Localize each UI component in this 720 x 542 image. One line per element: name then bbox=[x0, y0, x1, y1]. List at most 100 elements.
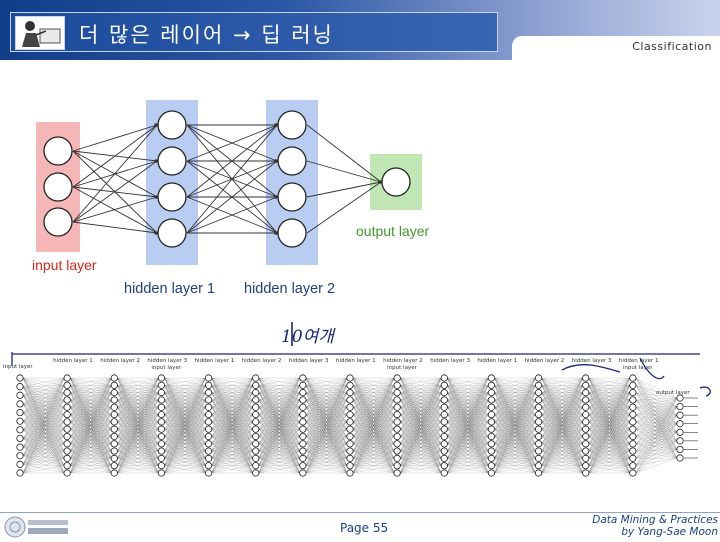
arrow-head bbox=[274, 123, 277, 126]
page-number: Page 55 bbox=[340, 521, 388, 535]
deep-neuron bbox=[583, 433, 589, 439]
deep-hidden-layer-label: hidden layer 1 bbox=[195, 358, 235, 364]
nn-diagram-top: input layer hidden layer 1 hidden layer … bbox=[24, 88, 464, 303]
deep-neuron bbox=[205, 397, 211, 403]
deep-neuron bbox=[64, 382, 70, 388]
deep-neuron bbox=[253, 419, 259, 425]
deep-neuron bbox=[441, 411, 447, 417]
deep-neuron bbox=[488, 433, 494, 439]
deep-hidden-layer-label: hidden layer 3 bbox=[289, 358, 329, 364]
arrow-head bbox=[154, 123, 157, 126]
deep-neuron bbox=[300, 375, 306, 381]
deep-neuron bbox=[347, 448, 353, 454]
deep-neuron bbox=[535, 470, 541, 476]
deep-neuron bbox=[441, 426, 447, 432]
deep-neuron bbox=[630, 426, 636, 432]
deep-neuron bbox=[17, 383, 23, 389]
deep-neuron bbox=[158, 441, 164, 447]
deep-neuron bbox=[158, 397, 164, 403]
handwritten-annotation: 10여개 bbox=[281, 327, 336, 347]
deep-neuron bbox=[64, 448, 70, 454]
deep-neuron bbox=[583, 389, 589, 395]
deep-neuron bbox=[488, 375, 494, 381]
deep-neuron bbox=[677, 446, 683, 452]
deep-neuron bbox=[253, 433, 259, 439]
deep-neuron bbox=[583, 470, 589, 476]
deep-neuron bbox=[347, 389, 353, 395]
deep-neuron bbox=[111, 462, 117, 468]
deep-neuron bbox=[205, 404, 211, 410]
deep-neuron bbox=[64, 455, 70, 461]
deep-neuron bbox=[488, 411, 494, 417]
deep-neuron bbox=[158, 470, 164, 476]
deep-neuron bbox=[583, 382, 589, 388]
connection-line bbox=[73, 222, 157, 233]
deep-neuron bbox=[17, 392, 23, 398]
arrow-head bbox=[274, 231, 277, 234]
deep-neuron bbox=[253, 411, 259, 417]
neuron bbox=[278, 111, 306, 139]
deep-neuron bbox=[394, 441, 400, 447]
deep-neuron bbox=[205, 470, 211, 476]
arrow-head bbox=[154, 231, 157, 234]
deep-neuron bbox=[253, 426, 259, 432]
deep-neuron bbox=[535, 419, 541, 425]
neuron bbox=[382, 168, 410, 196]
deep-neuron bbox=[583, 404, 589, 410]
neuron bbox=[278, 219, 306, 247]
deep-neuron bbox=[488, 448, 494, 454]
deep-neuron bbox=[394, 433, 400, 439]
deep-neuron bbox=[205, 455, 211, 461]
deep-neuron bbox=[253, 397, 259, 403]
deep-hidden-layer-label: hidden layer 1 bbox=[477, 358, 517, 364]
deep-neuron bbox=[535, 411, 541, 417]
deep-neuron bbox=[630, 411, 636, 417]
deep-neuron bbox=[17, 401, 23, 407]
deep-neuron bbox=[583, 411, 589, 417]
slide-header: 더 많은 레이어 → 딥 러닝 Classification bbox=[0, 0, 720, 60]
deep-neuron bbox=[488, 455, 494, 461]
deep-neuron bbox=[205, 411, 211, 417]
neuron bbox=[44, 173, 72, 201]
deep-neuron bbox=[111, 419, 117, 425]
deep-neuron bbox=[64, 470, 70, 476]
deep-neuron bbox=[158, 426, 164, 432]
hidden-layer-2-label: hidden layer 2 bbox=[244, 281, 335, 297]
deep-neuron bbox=[394, 382, 400, 388]
footer-divider bbox=[0, 512, 720, 513]
deep-neuron bbox=[441, 375, 447, 381]
deep-neuron bbox=[111, 375, 117, 381]
arrow-head bbox=[378, 180, 381, 183]
deep-neuron bbox=[158, 382, 164, 388]
neuron bbox=[44, 137, 72, 165]
deep-neuron bbox=[17, 435, 23, 441]
deep-connection-line bbox=[23, 466, 64, 473]
deep-neuron bbox=[394, 375, 400, 381]
deep-neuron bbox=[347, 411, 353, 417]
deep-neuron bbox=[64, 389, 70, 395]
deep-neuron bbox=[111, 470, 117, 476]
deep-neuron bbox=[347, 462, 353, 468]
deep-connection-lines bbox=[23, 378, 698, 473]
connection-lines bbox=[73, 123, 382, 234]
deep-hidden-layer-label: hidden layer 1 bbox=[619, 358, 659, 364]
deep-neuron bbox=[300, 389, 306, 395]
deep-neuron bbox=[441, 455, 447, 461]
deep-neuron bbox=[441, 419, 447, 425]
deep-neuron bbox=[205, 389, 211, 395]
connection-line bbox=[73, 125, 157, 187]
deep-neuron bbox=[253, 375, 259, 381]
deep-neuron bbox=[535, 389, 541, 395]
deep-neuron bbox=[111, 426, 117, 432]
deep-hidden-layer-label: hidden layer 1 bbox=[336, 358, 376, 364]
deep-neuron bbox=[535, 441, 541, 447]
deep-neuron bbox=[630, 375, 636, 381]
deep-neuron bbox=[253, 470, 259, 476]
deep-neuron bbox=[347, 375, 353, 381]
deep-neuron bbox=[677, 412, 683, 418]
university-logo bbox=[4, 516, 70, 538]
deep-neuron bbox=[158, 411, 164, 417]
deep-neuron bbox=[17, 470, 23, 476]
deep-input-layer-label: input layer bbox=[151, 365, 181, 371]
deep-neuron bbox=[347, 433, 353, 439]
